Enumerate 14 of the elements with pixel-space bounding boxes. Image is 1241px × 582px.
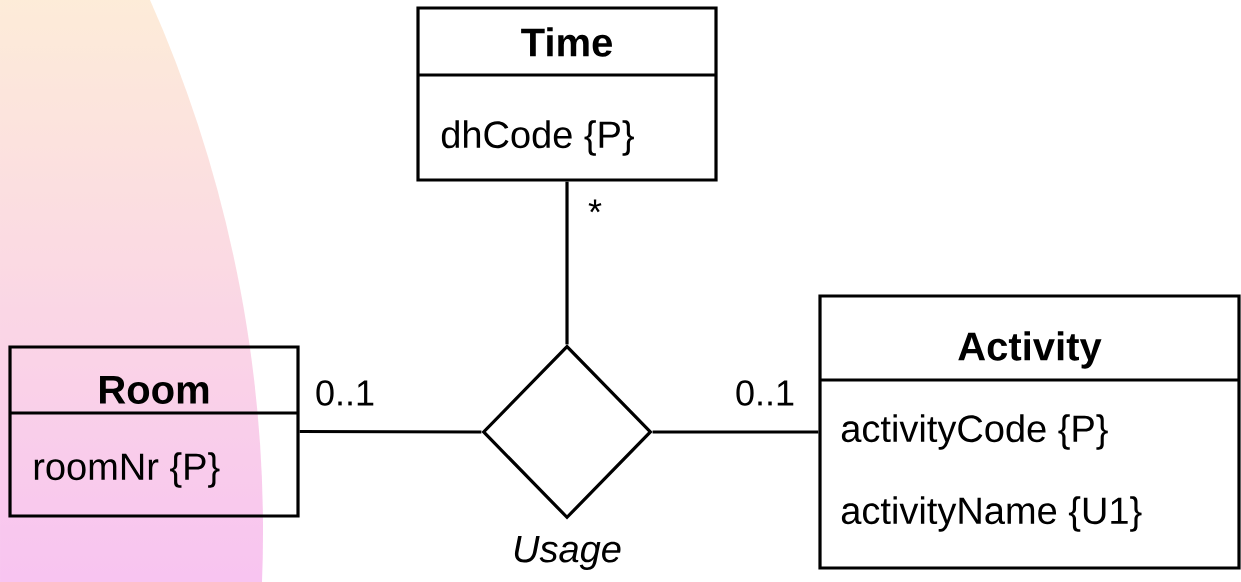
entity-name: Room bbox=[100, 376, 209, 404]
entity-name: Activity bbox=[958, 331, 1102, 369]
connector bbox=[652, 430, 819, 434]
attribute: activityName {U1} bbox=[841, 496, 1142, 532]
multiplicity-label: 0..1 bbox=[316, 380, 374, 406]
connector bbox=[565, 181, 569, 345]
attribute: roomNr {P} bbox=[34, 452, 220, 488]
attribute: dhCode {P} bbox=[441, 120, 634, 156]
multiplicity-label: * bbox=[588, 199, 602, 213]
entity-name: Time bbox=[521, 27, 612, 57]
attribute: activityCode {P} bbox=[841, 414, 1108, 450]
relationship-name: Usage bbox=[514, 536, 621, 570]
connector bbox=[299, 429, 482, 434]
multiplicity-label: 0..1 bbox=[736, 380, 794, 406]
